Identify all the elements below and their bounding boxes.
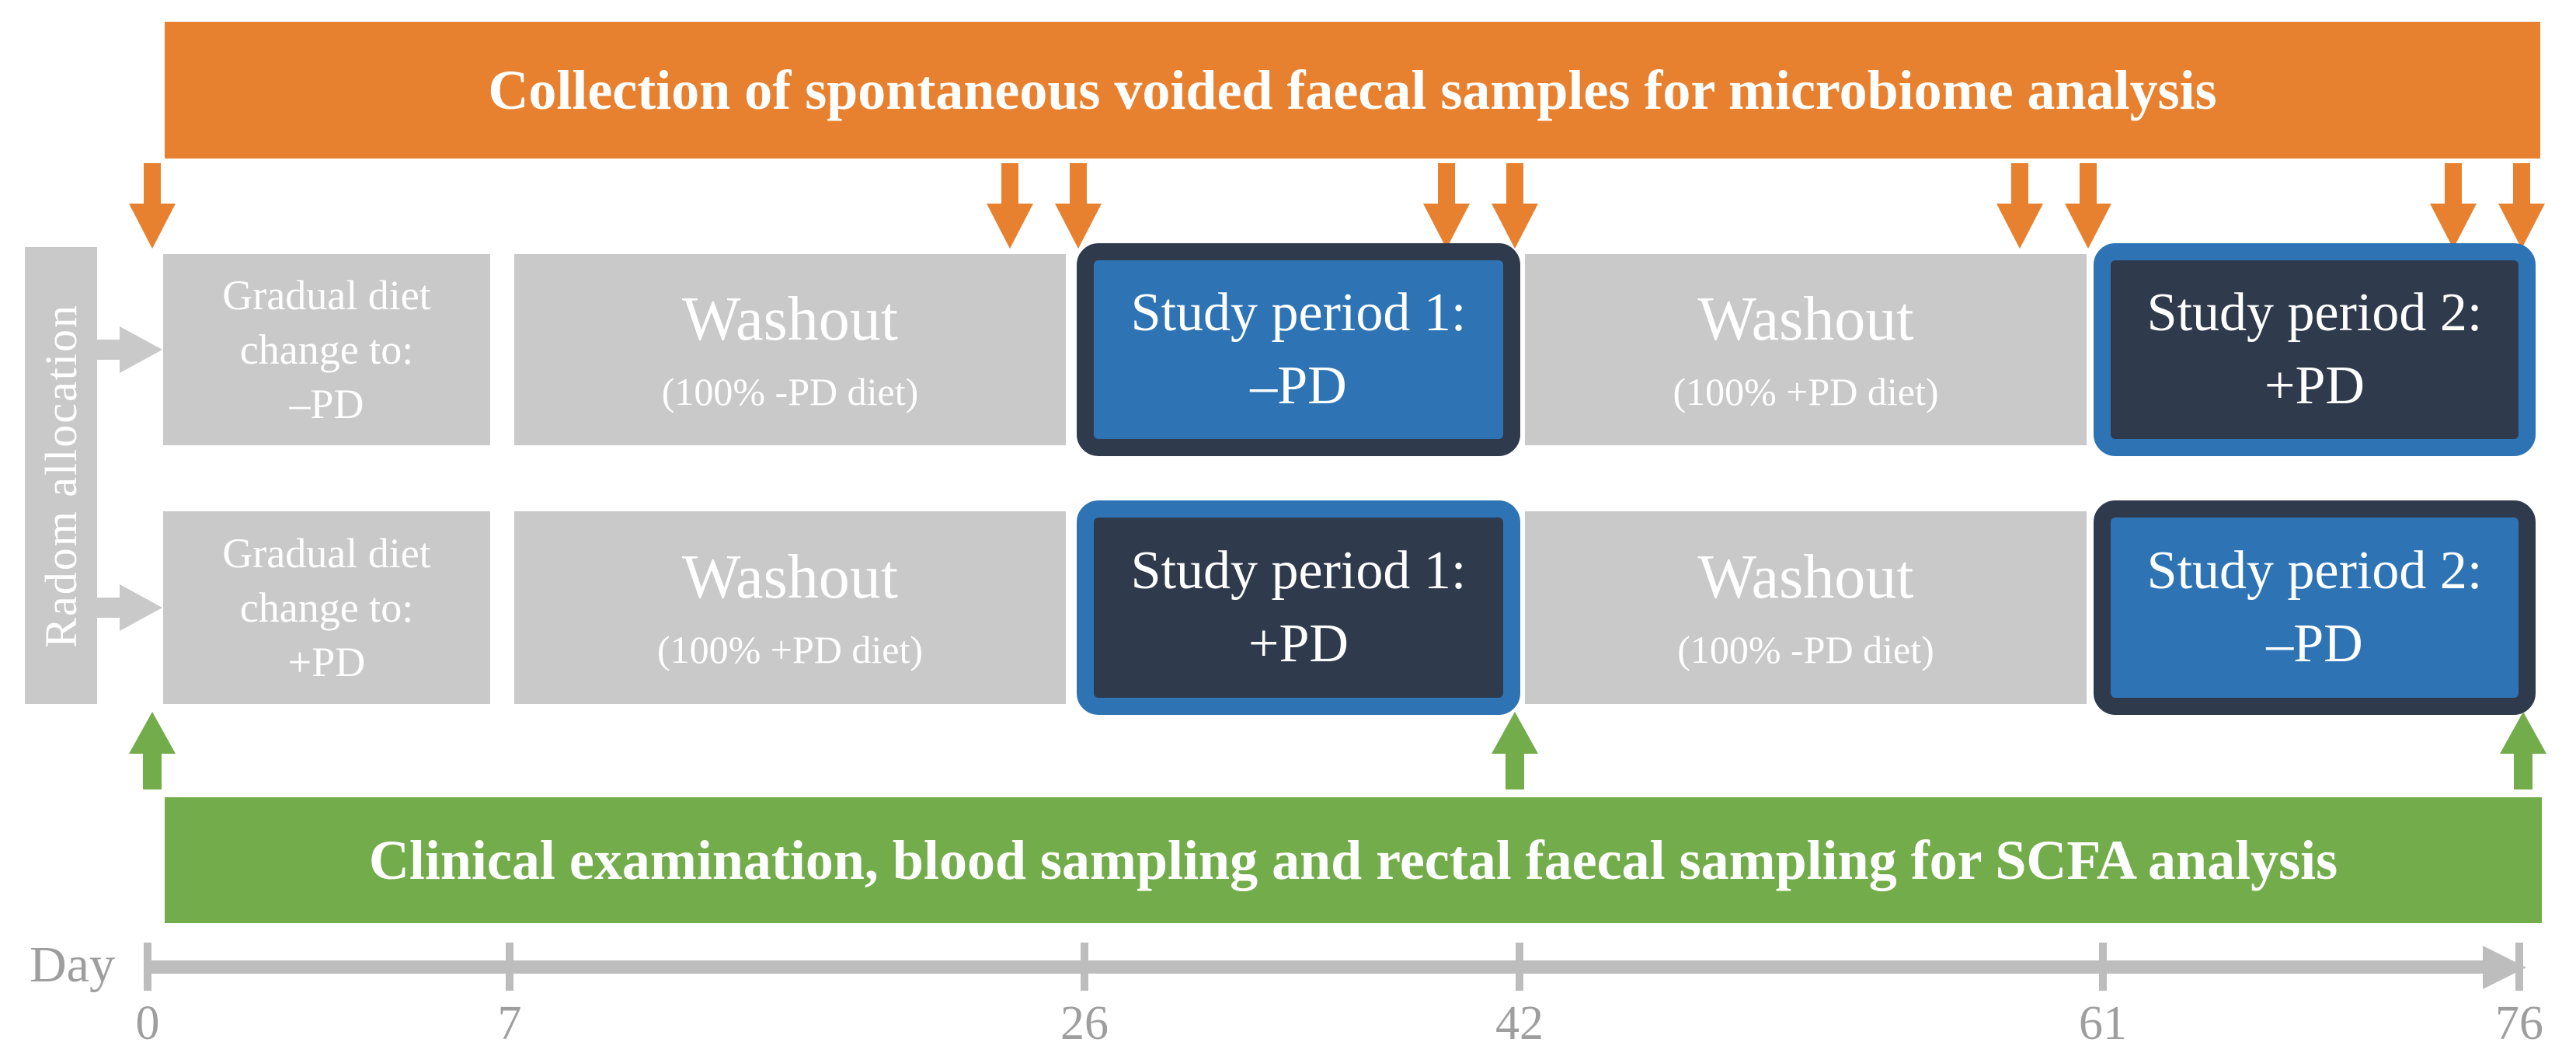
arrow-stalk — [2080, 163, 2097, 204]
arrow-stalk — [2011, 163, 2028, 204]
arrow-stalk — [2445, 163, 2462, 204]
group1-washout2-box: Washout (100% +PD diet) — [1525, 254, 2087, 445]
arrow-stalk — [1070, 163, 1087, 204]
group2-washout1-subtitle: (100% +PD diet) — [656, 628, 924, 671]
group2-gradual-diet-box: Gradual diet change to: +PD — [163, 511, 490, 704]
arrow-stalk — [1506, 754, 1524, 789]
timeline-tick — [1516, 943, 1523, 991]
faecal-sampling-down-arrow-icon — [1055, 163, 1102, 249]
clinical-sampling-banner: Clinical examination, blood sampling and… — [165, 797, 2542, 923]
allocation-arrow-to-group2-icon — [96, 584, 162, 631]
arrow-head — [987, 204, 1033, 249]
arrow-head — [1055, 204, 1102, 249]
group2-washout2-subtitle: (100% -PD diet) — [1677, 628, 1934, 671]
arrow-head — [2430, 204, 2477, 249]
arrow-stalk — [1506, 163, 1523, 204]
arrow-stalk — [1001, 163, 1018, 204]
clinical-sampling-banner-label: Clinical examination, blood sampling and… — [368, 828, 2338, 891]
timeline-tick-label: 26 — [1060, 997, 1109, 1050]
group1-study-period1-line1: Study period 1: — [1130, 282, 1467, 343]
arrow-head — [1492, 204, 1538, 249]
timeline-tick-label: 42 — [1495, 997, 1544, 1050]
timeline-tick — [506, 943, 513, 991]
timeline-tick-label: 61 — [2079, 997, 2127, 1050]
group1-study-period2-box: Study period 2: +PD — [2094, 243, 2536, 456]
faecal-sampling-down-arrow-icon — [129, 163, 176, 249]
arrow-head — [1492, 712, 1538, 754]
group2-washout2-box: Washout (100% -PD diet) — [1525, 511, 2087, 704]
timeline-day-label: Day — [30, 936, 115, 993]
arrow-head — [2500, 712, 2546, 754]
random-allocation-label: Radom allocation — [36, 303, 86, 648]
group1-washout1-box: Washout (100% -PD diet) — [514, 254, 1066, 445]
arrow-stalk — [144, 163, 161, 204]
group2-study-period2-line1: Study period 2: — [2146, 540, 2483, 601]
faecal-sampling-down-arrow-icon — [987, 163, 1033, 249]
timeline-tick — [2515, 943, 2523, 991]
faecal-sampling-down-arrow-icon — [2498, 163, 2545, 249]
group1-gradual-diet-box: Gradual diet change to: –PD — [163, 254, 490, 445]
group1-study-period2-line1: Study period 2: — [2146, 282, 2483, 343]
faecal-sampling-down-arrow-icon — [1996, 163, 2043, 249]
group2-gradual-diet-text: Gradual diet change to: +PD — [222, 529, 431, 686]
group1-study-period2-line2: +PD — [2264, 356, 2365, 416]
faecal-sampling-down-arrow-icon — [2430, 163, 2477, 249]
group1-washout1-subtitle: (100% -PD diet) — [661, 370, 919, 413]
group2-study-period1-line2: +PD — [1248, 614, 1349, 674]
group1-gradual-diet-text: Gradual diet change to: –PD — [222, 271, 431, 428]
timeline-axis — [148, 960, 2487, 974]
arrow-head — [2065, 204, 2111, 249]
allocation-arrow-to-group1-icon — [96, 326, 162, 373]
arrow-stalk — [2513, 163, 2530, 204]
clinical-sampling-up-arrow-icon — [2500, 712, 2546, 789]
arrow-head — [2498, 204, 2545, 249]
group1-washout2-subtitle: (100% +PD diet) — [1673, 370, 1939, 413]
group2-study-period1-box: Study period 1: +PD — [1077, 500, 1520, 715]
arrow-head — [1423, 204, 1470, 249]
timeline-tick-label: 76 — [2495, 997, 2543, 1050]
group1-washout2-title: Washout — [1697, 285, 1914, 354]
group1-washout1-title: Washout — [682, 285, 898, 354]
group2-washout2-title: Washout — [1697, 543, 1914, 612]
timeline-tick — [144, 943, 151, 991]
arrow-stalk — [2514, 754, 2532, 789]
group2-washout1-box: Washout (100% +PD diet) — [514, 511, 1066, 704]
clinical-sampling-up-arrow-icon — [129, 712, 176, 789]
group1-study-period1-line2: –PD — [1250, 356, 1347, 416]
faecal-collection-banner-label: Collection of spontaneous voided faecal … — [488, 58, 2217, 121]
arrow-head — [129, 712, 176, 754]
faecal-sampling-down-arrow-icon — [2065, 163, 2111, 249]
group1-study-period1-box: Study period 1: –PD — [1077, 243, 1520, 456]
clinical-sampling-up-arrow-icon — [1492, 712, 1538, 789]
random-allocation-bar: Radom allocation — [25, 247, 97, 704]
group2-study-period2-line2: –PD — [2266, 614, 2363, 674]
faecal-collection-banner: Collection of spontaneous voided faecal … — [165, 22, 2540, 159]
group2-washout1-title: Washout — [682, 543, 898, 612]
timeline-tick — [2099, 943, 2107, 991]
timeline-tick-label: 0 — [135, 997, 160, 1050]
arrow-stalk — [143, 754, 162, 789]
timeline-tick-label: 7 — [497, 997, 522, 1050]
arrow-stalk — [1438, 163, 1455, 204]
faecal-sampling-down-arrow-icon — [1423, 163, 1470, 249]
timeline-tick — [1081, 943, 1088, 991]
faecal-sampling-down-arrow-icon — [1492, 163, 1538, 249]
group2-study-period1-line1: Study period 1: — [1130, 540, 1467, 601]
arrow-head — [129, 204, 176, 249]
group2-study-period2-box: Study period 2: –PD — [2094, 500, 2536, 715]
arrow-head — [1996, 204, 2043, 249]
